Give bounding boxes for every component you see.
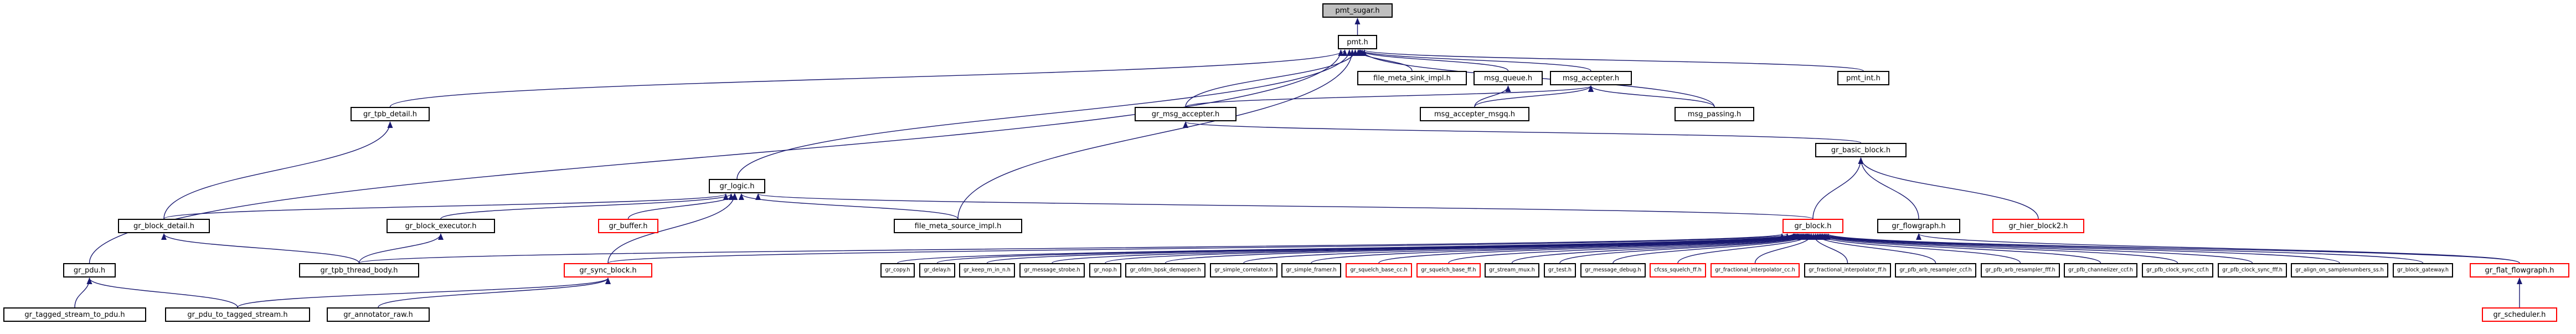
node-msg-accepter-msgq[interactable]: msg_accepter_msgq.h	[1420, 107, 1529, 121]
node-gr-fractional-interpolator-cc[interactable]: gr_fractional_interpolator_cc.h	[1711, 263, 1800, 278]
edge-gr-flat-flowgraph-to-gr-block	[1825, 233, 2520, 264]
edge-gr-ofdm-bpsk-demapper-to-gr-block	[1165, 233, 1802, 264]
edge-msg-accepter-msgq-to-msg-queue	[1474, 85, 1511, 107]
node-gr-nop[interactable]: gr_nop.h	[1089, 263, 1121, 278]
node-gr-simple-framer[interactable]: gr_simple_framer.h	[1281, 263, 1341, 278]
node-gr-pfb-arb-resampler-ccf[interactable]: gr_pfb_arb_resampler_ccf.h	[1895, 263, 1976, 278]
edge-gr-sync-block-to-gr-logic	[607, 193, 738, 264]
node-gr-message-debug[interactable]: gr_message_debug.h	[1580, 263, 1646, 278]
node-gr-pfb-channelizer-ccf[interactable]: gr_pfb_channelizer_ccf.h	[2064, 263, 2137, 278]
node-gr-copy[interactable]: gr_copy.h	[880, 263, 915, 278]
node-gr-block-detail[interactable]: gr_block_detail.h	[118, 219, 210, 233]
edge-gr-stream-mux-to-gr-block	[1511, 233, 1810, 264]
edge-cfcss-squelch-ff-to-gr-block	[1677, 233, 1813, 264]
edge-gr-block-executor-to-gr-logic	[440, 193, 734, 219]
edge-gr-block-gateway-to-gr-block	[1823, 233, 2424, 264]
node-cfcss-squelch-ff[interactable]: cfcss_squelch_ff.h	[1650, 263, 1706, 278]
edge-gr-block-to-gr-logic	[756, 193, 1813, 219]
edge-gr-tpb-thread-body-to-gr-block	[358, 233, 1785, 264]
node-gr-keep-m-in-n[interactable]: gr_keep_m_in_n.h	[959, 263, 1015, 278]
edge-gr-basic-block-to-gr-msg-accepter	[1183, 121, 1862, 143]
node-gr-stream-mux[interactable]: gr_stream_mux.h	[1485, 263, 1539, 278]
node-gr-squelch-base-cc[interactable]: gr_squelch_base_cc.h	[1346, 263, 1412, 278]
node-gr-flat-flowgraph[interactable]: gr_flat_flowgraph.h	[2470, 263, 2569, 278]
edge-gr-block-detail-to-gr-tpb-detail	[163, 121, 393, 219]
node-gr-scheduler[interactable]: gr_scheduler.h	[2482, 307, 2557, 322]
node-gr-delay[interactable]: gr_delay.h	[919, 263, 955, 278]
edge-gr-flat-flowgraph-to-gr-flowgraph	[1916, 233, 2520, 264]
node-msg-queue[interactable]: msg_queue.h	[1474, 71, 1543, 85]
edge-gr-pfb-clock-sync-ccf-to-gr-block	[1818, 233, 2178, 264]
node-gr-tpb-detail[interactable]: gr_tpb_detail.h	[351, 107, 430, 121]
edge-gr-fractional-interpolator-cc-to-gr-block	[1754, 233, 1815, 264]
node-gr-pfb-clock-sync-ccf[interactable]: gr_pfb_clock_sync_ccf.h	[2142, 263, 2213, 278]
node-gr-block-executor[interactable]: gr_block_executor.h	[387, 219, 495, 233]
node-gr-buffer[interactable]: gr_buffer.h	[598, 219, 658, 233]
node-gr-pdu-to-tagged-stream[interactable]: gr_pdu_to_tagged_stream.h	[165, 307, 310, 322]
node-file-meta-sink-impl[interactable]: file_meta_sink_impl.h	[1357, 71, 1467, 85]
node-gr-pfb-arb-resampler-fff[interactable]: gr_pfb_arb_resampler_fff.h	[1981, 263, 2060, 278]
edge-gr-tpb-thread-body-to-gr-block-detail	[161, 233, 360, 264]
node-gr-ofdm-bpsk-demapper[interactable]: gr_ofdm_bpsk_demapper.h	[1125, 263, 1205, 278]
node-gr-msg-accepter[interactable]: gr_msg_accepter.h	[1135, 107, 1237, 121]
node-gr-simple-correlator[interactable]: gr_simple_correlator.h	[1210, 263, 1277, 278]
edge-gr-pdu-to-tagged-stream-to-gr-pdu	[86, 278, 238, 308]
node-gr-flowgraph[interactable]: gr_flowgraph.h	[1877, 219, 1960, 233]
edge-gr-pdu-to-tagged-stream-to-gr-sync-block	[237, 278, 611, 308]
node-gr-tpb-thread-body[interactable]: gr_tpb_thread_body.h	[299, 263, 419, 278]
edge-msg-accepter-msgq-to-msg-accepter	[1474, 85, 1594, 107]
edge-gr-annotator-raw-to-gr-sync-block	[378, 278, 611, 308]
edge-gr-squelch-base-cc-to-gr-block	[1378, 233, 1807, 264]
node-gr-align-on-samplenumbers-ss[interactable]: gr_align_on_samplenumbers_ss.h	[2291, 263, 2388, 278]
edge-gr-msg-accepter-to-msg-accepter	[1185, 85, 1594, 107]
node-gr-squelch-base-ff[interactable]: gr_squelch_base_ff.h	[1416, 263, 1481, 278]
edge-msg-accepter-to-pmt	[1358, 49, 1591, 71]
edge-gr-block-detail-to-gr-logic	[163, 193, 729, 219]
edge-gr-align-on-samplenumbers-ss-to-gr-block	[1821, 233, 2340, 264]
edge-gr-message-debug-to-gr-block	[1612, 233, 1812, 264]
edge-gr-pfb-clock-sync-fff-to-gr-block	[1820, 233, 2253, 264]
node-gr-pfb-clock-sync-fff[interactable]: gr_pfb_clock_sync_fff.h	[2218, 263, 2287, 278]
edge-gr-flowgraph-to-gr-basic-block	[1858, 157, 1919, 219]
edge-gr-sync-block-to-gr-block	[607, 233, 1790, 264]
node-gr-block-gateway[interactable]: gr_block_gateway.h	[2393, 263, 2453, 278]
edge-gr-simple-framer-to-gr-block	[1311, 233, 1805, 264]
node-gr-pdu[interactable]: gr_pdu.h	[63, 263, 116, 278]
node-pmt-int[interactable]: pmt_int.h	[1837, 71, 1889, 85]
node-gr-message-strobe[interactable]: gr_message_strobe.h	[1019, 263, 1085, 278]
node-gr-tagged-stream-to-pdu[interactable]: gr_tagged_stream_to_pdu.h	[3, 307, 146, 322]
node-gr-basic-block[interactable]: gr_basic_block.h	[1815, 143, 1907, 157]
edge-gr-simple-correlator-to-gr-block	[1243, 233, 1804, 264]
node-gr-sync-block[interactable]: gr_sync_block.h	[564, 263, 652, 278]
edge-gr-logic-to-pmt	[736, 49, 1352, 179]
edge-gr-block-to-gr-basic-block	[1812, 157, 1864, 219]
edge-file-meta-source-impl-to-gr-logic	[739, 193, 959, 219]
edge-gr-buffer-to-gr-logic	[627, 193, 738, 219]
node-gr-block[interactable]: gr_block.h	[1782, 219, 1843, 233]
node-gr-hier-block2[interactable]: gr_hier_block2.h	[1992, 219, 2084, 233]
edge-pmt-int-to-pmt	[1362, 49, 1864, 71]
node-msg-passing[interactable]: msg_passing.h	[1675, 107, 1754, 121]
edge-gr-tpb-detail-to-pmt	[389, 49, 1348, 107]
node-pmt[interactable]: pmt.h	[1338, 35, 1377, 49]
edge-file-meta-source-impl-to-pmt	[957, 49, 1355, 219]
edge-gr-squelch-base-ff-to-gr-block	[1448, 233, 1808, 264]
edge-gr-pfb-channelizer-ccf-to-gr-block	[1816, 233, 2101, 264]
edge-gr-tpb-thread-body-to-gr-block-executor	[358, 233, 444, 264]
node-gr-fractional-interpolator-ff[interactable]: gr_fractional_interpolator_ff.h	[1804, 263, 1891, 278]
node-pmt-sugar: pmt_sugar.h	[1322, 3, 1393, 18]
edge-gr-hier-block2-to-gr-basic-block	[1858, 157, 2039, 219]
node-gr-logic[interactable]: gr_logic.h	[709, 179, 765, 193]
node-gr-test[interactable]: gr_test.h	[1544, 263, 1576, 278]
node-file-meta-source-impl[interactable]: file_meta_source_impl.h	[894, 219, 1022, 233]
node-msg-accepter[interactable]: msg_accepter.h	[1550, 71, 1632, 85]
edge-msg-passing-to-msg-accepter	[1588, 85, 1715, 107]
node-gr-annotator-raw[interactable]: gr_annotator_raw.h	[327, 307, 430, 322]
edge-gr-test-to-gr-block	[1559, 233, 1811, 264]
